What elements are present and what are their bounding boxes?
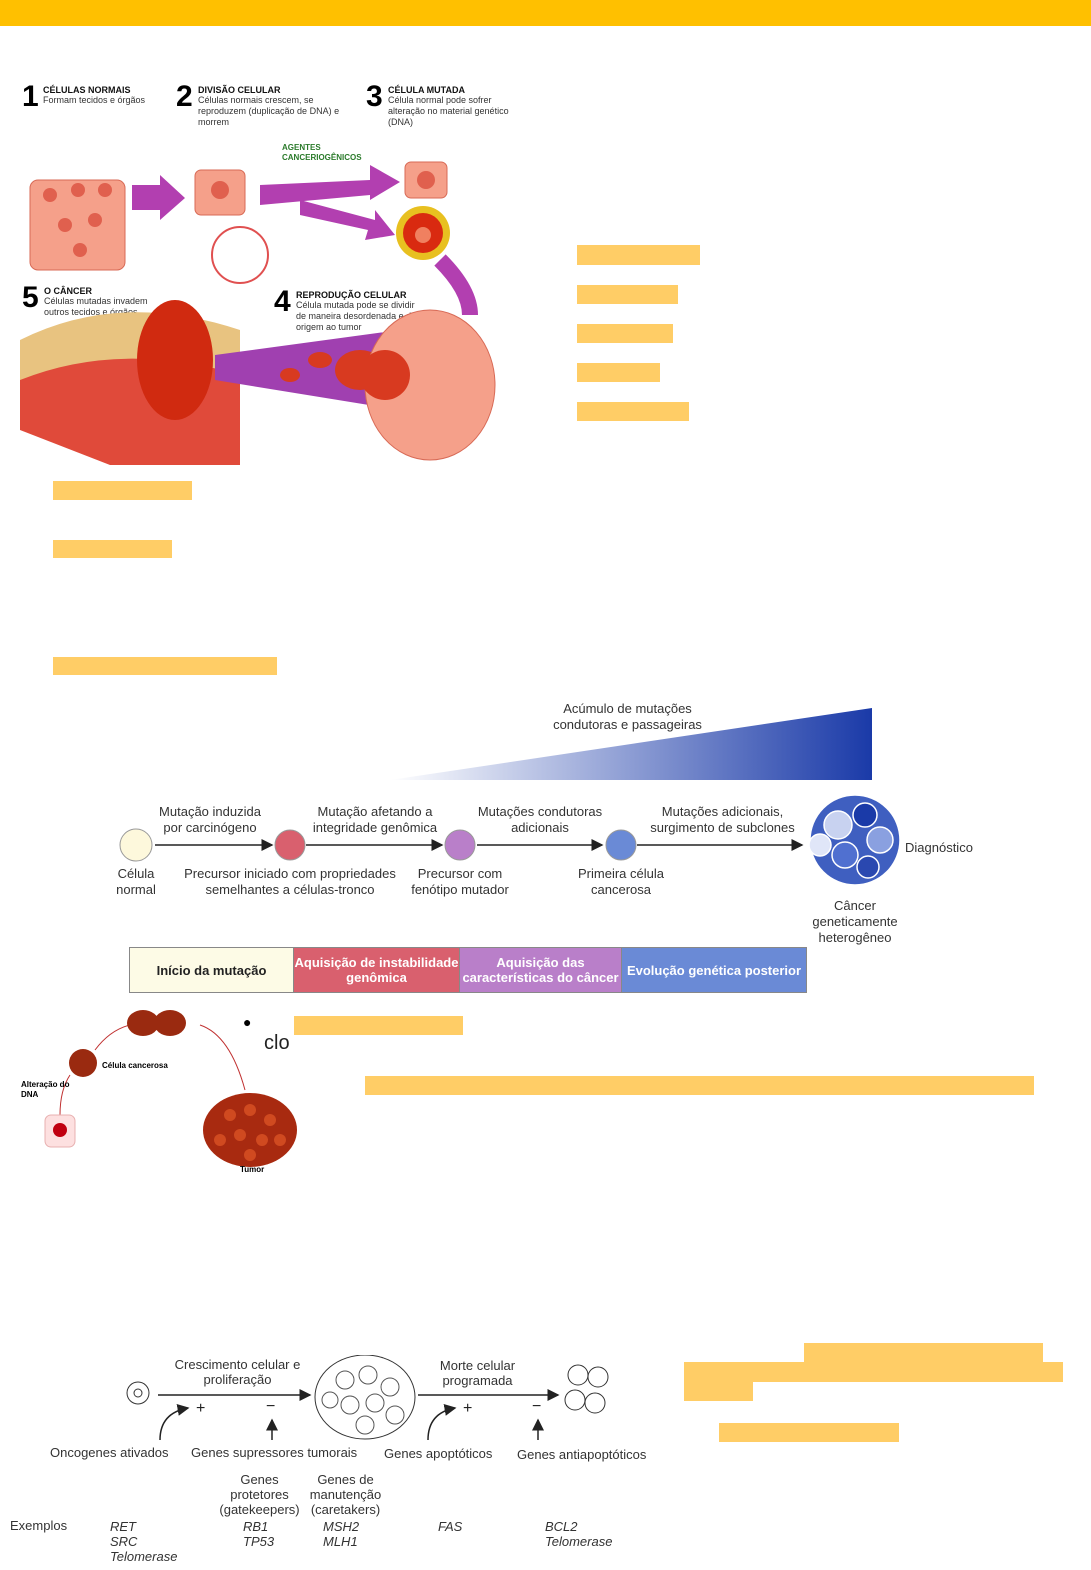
cell-label: Célula cancerosa	[102, 1061, 168, 1070]
arrow-label: Mutações condutoras adicionais	[477, 804, 603, 835]
highlight-bar	[577, 402, 689, 421]
arrow-label: Mutação afetando a integridade genômica	[312, 804, 438, 835]
example-gatekeepers: RB1 TP53	[243, 1519, 275, 1549]
dna-label: Alteração do DNA	[21, 1080, 70, 1099]
example-oncogenes: RET SRC Telomerase	[110, 1519, 178, 1564]
example-antiapoptotic: BCL2 Telomerase	[545, 1519, 613, 1549]
gene-arrows: + − + −	[126, 1355, 609, 1441]
cell-label: Primeira célula cancerosa	[578, 866, 664, 897]
highlight-bar	[804, 1343, 1043, 1363]
diagnosis-label: Diagnóstico	[905, 840, 973, 855]
gene-label: Genes supressores tumorais	[191, 1445, 358, 1460]
tumor-illustration	[44, 1010, 297, 1167]
highlight-bar	[577, 324, 673, 343]
svg-text:−: −	[266, 1398, 275, 1415]
gatekeepers-label: Genes protetores (gatekeepers)	[219, 1472, 300, 1517]
svg-text:+: +	[463, 1400, 472, 1417]
highlight-bar	[684, 1382, 753, 1401]
stage-box: Aquisição das características do câncer	[459, 947, 622, 993]
step-number: 1	[22, 80, 39, 113]
final-label: Câncer geneticamente heterogêneo	[812, 898, 898, 945]
arrow-label: Mutações adicionais, surgimento de subcl…	[650, 804, 795, 835]
stage-box: Evolução genética posterior	[621, 947, 807, 993]
step-text: Célula normal pode sofrer alteração no m…	[388, 95, 509, 127]
highlight-bar	[53, 540, 172, 558]
mutation-gradient	[390, 708, 872, 780]
progression-arrows	[119, 794, 901, 886]
step-text: Células mutadas invadem outros tecidos e…	[44, 296, 148, 317]
highlight-bar	[719, 1423, 899, 1442]
cell-label: Célula normal	[116, 866, 156, 897]
highlight-bar	[577, 363, 660, 382]
step-number: 2	[176, 80, 193, 113]
step-title: CÉLULAS NORMAIS	[43, 85, 131, 95]
highlight-bar	[577, 285, 678, 304]
step-number: 3	[366, 80, 383, 113]
gradient-label: Acúmulo de mutações condutoras e passage…	[553, 701, 702, 732]
caretakers-label: Genes de manutenção (caretakers)	[309, 1472, 382, 1517]
growth-label: Crescimento celular e proliferação	[174, 1357, 301, 1387]
highlight-bar	[577, 245, 700, 265]
examples-label: Exemplos	[10, 1518, 68, 1533]
gene-label: Genes apoptóticos	[384, 1446, 493, 1461]
step-text: Célula mutada pode se dividir de maneira…	[296, 300, 420, 332]
step-title: REPRODUÇÃO CELULAR	[296, 290, 407, 300]
example-apoptotic: FAS	[438, 1519, 463, 1534]
arrow-label: Mutação induzida por carcinógeno	[159, 804, 261, 835]
cell-label: Precursor iniciado com propriedades seme…	[184, 866, 396, 897]
death-label: Morte celular programada	[439, 1358, 516, 1388]
svg-text:−: −	[532, 1398, 541, 1415]
cell-label: Precursor com fenótipo mutador	[411, 866, 509, 897]
step-title: DIVISÃO CELULAR	[198, 85, 281, 95]
bullet-text: clo	[264, 1032, 290, 1054]
stage-box: Início da mutação	[129, 947, 294, 993]
highlight-bar	[365, 1076, 1034, 1095]
step-number: 4	[274, 285, 291, 318]
cell-illustration	[20, 161, 496, 465]
stage-box: Aquisição de instabilidade genômica	[293, 947, 460, 993]
highlight-bar	[53, 657, 277, 675]
example-caretakers: MSH2 MLH1	[323, 1519, 360, 1549]
highlight-bar	[53, 481, 192, 500]
step-number: 5	[22, 281, 39, 314]
step-text: Células normais crescem, se reproduzem (…	[198, 95, 340, 127]
tumor-label: Tumor	[240, 1165, 265, 1174]
step-text: Formam tecidos e órgãos	[43, 95, 146, 105]
top-banner	[0, 0, 1091, 26]
highlight-bar	[684, 1362, 1063, 1382]
bullet-icon: ●	[243, 1014, 252, 1030]
gene-label: Genes antiapoptóticos	[517, 1447, 647, 1462]
carcinogen-label: AGENTES CANCERIOGÊNICOS	[282, 143, 362, 162]
highlight-bar	[294, 1016, 463, 1035]
svg-text:+: +	[196, 1400, 205, 1417]
gene-label: Oncogenes ativados	[50, 1445, 169, 1460]
step-title: O CÂNCER	[44, 286, 93, 296]
step-title: CÉLULA MUTADA	[388, 85, 465, 95]
